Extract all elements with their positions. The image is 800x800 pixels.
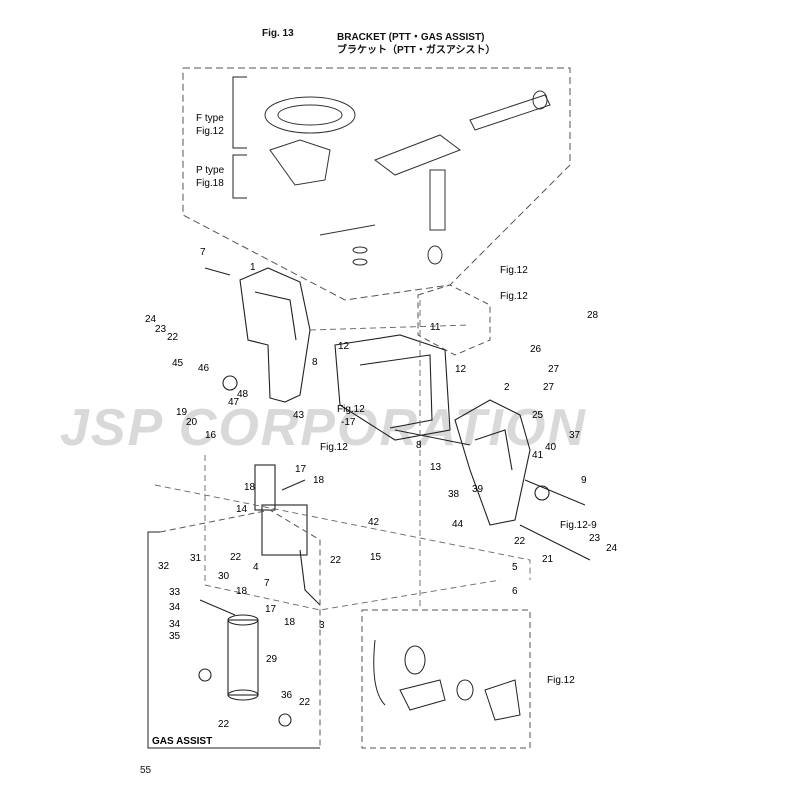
callout-29: 29 [266, 654, 278, 665]
callout-47: 47 [228, 397, 240, 408]
fig-ref-6: Fig.12-9 [560, 520, 597, 531]
callout-48: 48 [237, 389, 249, 400]
bracket-right [454, 399, 591, 561]
callout-24: 24 [606, 543, 618, 554]
callout-1: 1 [250, 262, 256, 273]
callout-18: 18 [284, 617, 296, 628]
fig-ref-2: Fig.12 [500, 291, 528, 302]
f-type-ref: Fig.12 [196, 126, 224, 137]
callout-18: 18 [313, 475, 325, 486]
callout-37: 37 [569, 430, 581, 441]
callout-30: 30 [218, 571, 230, 582]
callout-24: 24 [145, 314, 157, 325]
callout-6: 6 [512, 586, 518, 597]
callout-17: 17 [295, 464, 307, 475]
callout-45: 45 [172, 358, 184, 369]
callout-35: 35 [169, 631, 181, 642]
callout-14: 14 [236, 504, 248, 515]
callout-13: 13 [430, 462, 442, 473]
callout-8: 8 [312, 357, 318, 368]
bracket-left [204, 267, 311, 403]
callout-23: 23 [589, 533, 601, 544]
fig-ref-7: Fig.12 [547, 675, 575, 686]
callout-20: 20 [186, 417, 198, 428]
callout-18: 18 [244, 482, 256, 493]
fig-ref-1: Fig.12 [500, 265, 528, 276]
callout-22: 22 [167, 332, 179, 343]
callout-9: 9 [581, 475, 587, 486]
callout-26: 26 [530, 344, 542, 355]
callout-44: 44 [452, 519, 464, 530]
lower-fig12-parts [373, 639, 521, 721]
callout-5: 5 [512, 562, 518, 573]
callout-38: 38 [448, 489, 460, 500]
callout-25: 25 [532, 410, 544, 421]
fig12-box-upper [417, 284, 491, 356]
callout-3: 3 [319, 620, 325, 631]
page-number: 55 [140, 765, 152, 776]
callout-11: 11 [430, 322, 441, 333]
figure-subtitle: ブラケット（PTT・ガスアシスト） [337, 45, 496, 56]
callout-12: 12 [455, 364, 467, 375]
callout-4: 4 [253, 562, 259, 573]
callout-18: 18 [236, 586, 248, 597]
gas-assist-label: GAS ASSIST [152, 736, 212, 747]
callout-7: 7 [200, 247, 206, 258]
callout-22: 22 [514, 536, 526, 547]
fig-refs: Fig.12 Fig.12 Fig.12 -17 Fig.12 Fig.12-9… [320, 265, 597, 686]
callout-41: 41 [532, 450, 544, 461]
fig-ref-4: -17 [341, 417, 356, 428]
callout-8: 8 [416, 440, 422, 451]
watermark: JSP CORPORATION [60, 399, 587, 457]
callout-40: 40 [545, 442, 557, 453]
callout-12: 12 [338, 341, 350, 352]
callout-19: 19 [176, 407, 188, 418]
callout-34: 34 [169, 602, 181, 613]
swivel-bracket [334, 334, 471, 446]
callout-32: 32 [158, 561, 170, 572]
callout-46: 46 [198, 363, 210, 374]
fig-ref-5: Fig.12 [320, 442, 348, 453]
figure-title: BRACKET (PTT・GAS ASSIST) [337, 32, 485, 43]
p-type-label: P type [196, 165, 225, 176]
callout-28: 28 [587, 310, 599, 321]
callout-33: 33 [169, 587, 181, 598]
figure-number: Fig. 13 [262, 28, 294, 39]
callout-22: 22 [299, 697, 311, 708]
callout-7: 7 [264, 578, 270, 589]
callout-27: 27 [543, 382, 555, 393]
ptt-unit [254, 464, 321, 606]
callout-22: 22 [230, 552, 242, 563]
callout-43: 43 [293, 410, 305, 421]
gas-cylinder [198, 599, 292, 727]
callout-27: 27 [548, 364, 560, 375]
callout-36: 36 [281, 690, 293, 701]
guide-lines [154, 300, 531, 611]
callout-17: 17 [265, 604, 277, 615]
type-brackets [232, 76, 247, 199]
f-type-label: F type [196, 113, 224, 124]
fig-ref-3: Fig.12 [337, 404, 365, 415]
p-type-ref: Fig.18 [196, 178, 224, 189]
callout-34: 34 [169, 619, 181, 630]
callout-21: 21 [542, 554, 554, 565]
gas-assist-box [147, 531, 320, 749]
callout-16: 16 [205, 430, 217, 441]
upper-assembly-parts [264, 90, 551, 266]
callout-22: 22 [330, 555, 342, 566]
gas-assist-dashed [159, 509, 321, 748]
callout-31: 31 [190, 553, 202, 564]
callout-15: 15 [370, 552, 382, 563]
fig12-box-lower [361, 609, 531, 749]
callout-22: 22 [218, 719, 230, 730]
callout-23: 23 [155, 324, 167, 335]
callout-2: 2 [504, 382, 510, 393]
callout-42: 42 [368, 517, 380, 528]
callout-39: 39 [472, 484, 484, 495]
